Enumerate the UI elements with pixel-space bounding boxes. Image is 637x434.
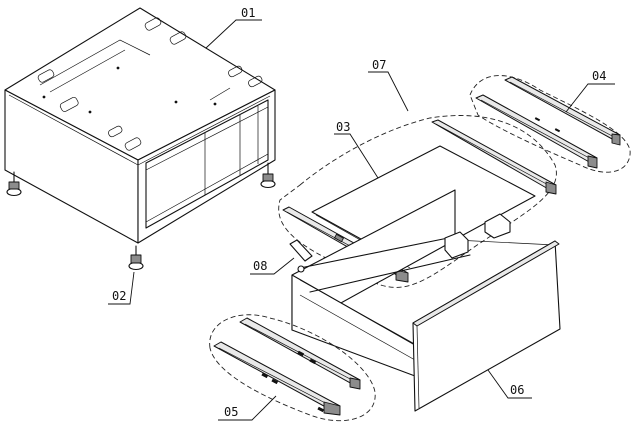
leveling-foot <box>260 162 276 189</box>
drawer-assembly <box>289 189 561 412</box>
drawer-pin <box>289 239 313 273</box>
group-05-boundary <box>209 314 376 422</box>
group-04-boundary <box>469 75 631 173</box>
leveling-foot <box>128 245 144 271</box>
panel-rail-rear <box>431 119 557 195</box>
leveling-foot <box>6 171 22 197</box>
callout-07: 07 <box>372 58 386 72</box>
callout-03: 03 <box>336 120 350 134</box>
callout-05: 05 <box>224 405 238 419</box>
callout-leaders <box>108 19 615 421</box>
drawer-slide-pair-lower <box>213 317 361 416</box>
callout-08: 08 <box>253 259 267 273</box>
callout-labels: 01 02 03 04 05 06 07 08 <box>112 6 606 419</box>
pedestal-cabinet-frame <box>4 7 276 271</box>
drawer-slide-pair-upper <box>475 76 621 169</box>
callout-01: 01 <box>241 6 255 20</box>
callout-04: 04 <box>592 69 606 83</box>
callout-06: 06 <box>510 383 524 397</box>
callout-02: 02 <box>112 289 126 303</box>
